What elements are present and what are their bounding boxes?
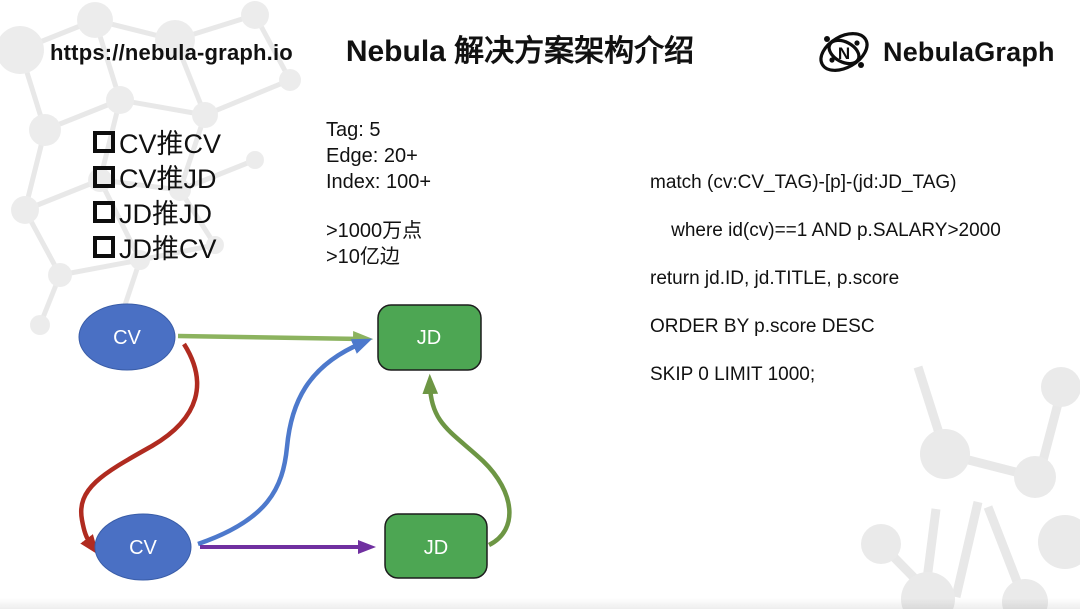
svg-text:N: N: [838, 44, 850, 63]
square-bullet-icon: [93, 130, 115, 153]
query-line: return jd.ID, jd.TITLE, p.score: [650, 268, 900, 289]
schema-stats: Tag: 5 Edge: 20+ Index: 100+ >1000万点 >10…: [326, 117, 431, 270]
node-cv-top: [78, 303, 176, 371]
node-label-jd-bottom: JD: [424, 537, 448, 559]
slide-title: Nebula 解决方案架构介绍: [345, 35, 695, 68]
check-item-label: CV推CV: [119, 129, 222, 159]
square-bullet-icon: [93, 235, 115, 258]
edge-cvtop-to-jdtop: [177, 330, 374, 347]
stat-line-vertices: >1000万点: [326, 220, 423, 242]
website-url[interactable]: https://nebula-graph.io: [50, 40, 293, 65]
stat-line-edges: >10亿边: [326, 246, 400, 268]
query-line: match (cv:CV_TAG)-[p]-(jd:JD_TAG): [650, 172, 957, 193]
query-line: SKIP 0 LIMIT 1000;: [650, 364, 816, 385]
slide-bottom-shadow: [0, 598, 1080, 609]
node-jd-bottom: [384, 513, 488, 579]
edge-jdbottom-to-jdtop: [422, 373, 512, 548]
logo-text: NebulaGraph: [883, 36, 1055, 67]
check-item-label: JD推JD: [119, 199, 212, 229]
square-bullet-icon: [93, 165, 115, 188]
ngql-query: match (cv:CV_TAG)-[p]-(jd:JD_TAG) where …: [650, 159, 1001, 399]
query-line: where id(cv)==1 AND p.SALARY>2000: [650, 220, 1001, 241]
list-item: JD推CV: [93, 229, 221, 264]
list-item: CV推JD: [93, 159, 221, 194]
stat-line-index: Index: 100+: [326, 171, 432, 193]
recommendation-checklist: CV推CV CV推JD JD推JD JD推CV: [93, 124, 221, 264]
query-line: ORDER BY p.score DESC: [650, 316, 875, 337]
node-label-cv-top: CV: [113, 327, 141, 349]
node-jd-top: [377, 304, 482, 371]
node-cv-bottom: [94, 513, 192, 581]
edge-cvbottom-to-jdtop: [197, 338, 373, 547]
stat-line-edge: Edge: 20+: [326, 145, 418, 167]
check-item-label: JD推CV: [119, 234, 217, 264]
node-label-cv-bottom: CV: [129, 537, 157, 559]
list-item: CV推CV: [93, 124, 221, 159]
edge-cvtop-to-cvbottom: [78, 342, 200, 556]
stat-line-tag: Tag: 5: [326, 119, 381, 141]
check-item-label: CV推JD: [119, 164, 217, 194]
nebulagraph-logo: N NebulaGraph: [814, 22, 1055, 82]
orbit-n-icon: N: [819, 32, 869, 72]
node-label-jd-top: JD: [417, 327, 441, 349]
square-bullet-icon: [93, 200, 115, 223]
list-item: JD推JD: [93, 194, 221, 229]
